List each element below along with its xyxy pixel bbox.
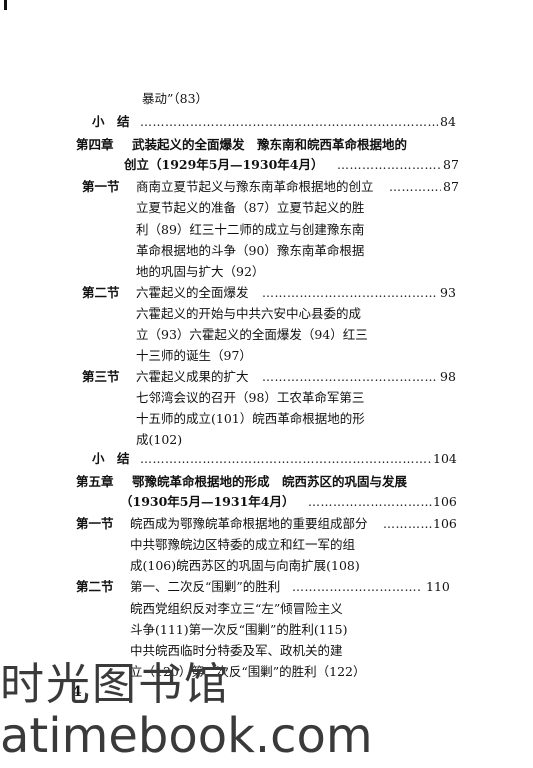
- section-detail: 利（89）红三十二师的成立与创建豫东南: [136, 222, 365, 237]
- section-label: 第三节: [82, 369, 120, 384]
- section-detail: 中共鄂豫皖边区特委的成立和红一军的组: [130, 537, 356, 552]
- page-number: 4: [72, 684, 82, 700]
- summary-label: 小 结: [92, 451, 130, 466]
- toc-line: 暴动”（83）: [142, 91, 209, 106]
- leader-dots: ……………………………………………………………………………………………………………: [292, 580, 422, 594]
- chapter-title-cont: 创立（1929年5月—1930年4月）: [124, 157, 324, 172]
- section-detail: 地的巩固与扩大（92）: [136, 264, 265, 279]
- section-label: 第一节: [82, 179, 120, 194]
- chapter-title-cont: （1930年5月—1931年4月）: [120, 494, 295, 509]
- leader-dots: ……………………………………………………………………………………………………………: [389, 180, 441, 194]
- leader-dots: ……………………………………………………………………………………………………………: [262, 286, 438, 300]
- section-detail: 中共皖西临时分特委及军、政机关的建: [130, 643, 343, 658]
- chapter-label: 第五章: [76, 474, 114, 489]
- section-detail: 十五师的成立(101）皖西革命根据地的形: [136, 411, 365, 426]
- page-ref: 98: [440, 369, 456, 384]
- leader-dots: ……………………………………………………………………………………………………………: [308, 495, 432, 509]
- section-label: 第二节: [76, 579, 114, 594]
- leader-dots: ……………………………………………………………………………………………………………: [140, 452, 432, 466]
- watermark-cn: 时光图书馆: [0, 659, 230, 710]
- chapter-title: 鄂豫皖革命根据地的形成 皖西苏区的巩固与发展: [132, 474, 408, 489]
- leader-dots: ……………………………………………………………………………………………………………: [383, 517, 432, 531]
- corner-mark: [4, 0, 7, 10]
- chapter-title: 武装起义的全面爆发 豫东南和皖西革命根据地的: [132, 137, 408, 152]
- section-detail: 斗争(111)第一次反“围剿”的胜利(115): [130, 622, 348, 637]
- section-title: 六霍起义成果的扩大: [136, 369, 249, 384]
- section-title: 皖西成为鄂豫皖革命根据地的重要组成部分: [130, 516, 368, 531]
- section-detail: 六霍起义的开始与中共六安中心县委的成: [136, 306, 362, 321]
- section-label: 第一节: [76, 516, 114, 531]
- page-ref: 106: [433, 516, 457, 531]
- section-detail: 立（93）六霍起义的全面爆发（94）红三: [136, 327, 368, 342]
- page-ref: 110: [426, 579, 450, 594]
- watermark-en: atimebook.com: [0, 708, 373, 764]
- section-detail: 成(102): [136, 432, 183, 447]
- page-ref: 84: [440, 114, 456, 129]
- page-ref: 87: [443, 179, 459, 194]
- chapter-label: 第四章: [76, 137, 114, 152]
- leader-dots: ……………………………………………………………………………………………………………: [140, 115, 438, 129]
- leader-dots: ……………………………………………………………………………………………………………: [337, 158, 441, 172]
- section-detail: 成(106)皖西苏区的巩固与向南扩展(108): [130, 558, 360, 573]
- section-title: 商南立夏节起义与豫东南革命根据地的创立: [136, 179, 374, 194]
- section-detail: 革命根据地的斗争（90）豫东南革命根据: [136, 243, 365, 258]
- section-detail: 十三师的诞生（97）: [136, 348, 252, 363]
- leader-dots: ……………………………………………………………………………………………………………: [262, 370, 438, 384]
- page-ref: 93: [440, 285, 456, 300]
- section-label: 第二节: [82, 285, 120, 300]
- section-detail: 皖西党组织反对李立三“左”倾冒险主义: [130, 601, 343, 616]
- section-title: 六霍起义的全面爆发: [136, 285, 249, 300]
- section-detail: 立（120）第二次反“围剿”的胜利（122）: [130, 664, 366, 679]
- section-title: 第一、二次反“围剿”的胜利: [130, 579, 281, 594]
- section-detail: 七邻湾会议的召开（98）工农革命军第三: [136, 390, 365, 405]
- page-ref: 87: [443, 157, 459, 172]
- page-ref: 106: [433, 494, 457, 509]
- summary-label: 小 结: [92, 114, 130, 129]
- page-ref: 104: [433, 451, 457, 466]
- section-detail: 立夏节起义的准备（87）立夏节起义的胜: [136, 200, 365, 215]
